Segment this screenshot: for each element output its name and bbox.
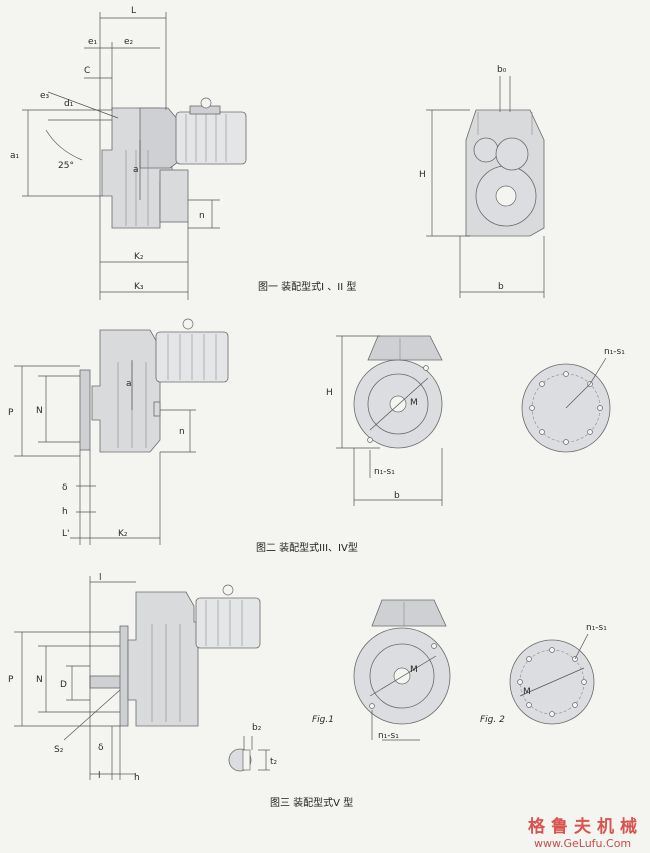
dim-h: h	[134, 773, 140, 783]
dim-K3: K₃	[134, 282, 144, 292]
dim-delta: δ	[98, 743, 104, 753]
figure3-fig1-view: M n₁-s₁ Fig.1	[312, 599, 451, 741]
dim-l-bottom: l	[98, 771, 101, 781]
dim-K2: K₂	[118, 529, 128, 539]
dim-S2: S₂	[54, 745, 64, 755]
dim-b: b	[498, 282, 504, 292]
figure3-key-detail: b₂ t₂	[228, 723, 278, 772]
dim-l-top: l	[99, 573, 102, 583]
dim-N: N	[36, 675, 43, 685]
figure3-side-view: l P N D S₂ δ l h	[8, 573, 261, 783]
figure1-caption: 图一 装配型式I 、II 型	[258, 280, 356, 293]
dim-n1s1-circle: n₁-s₁	[604, 347, 625, 357]
dim-n1s1-circle: n₁-s₁	[586, 623, 607, 633]
figure2-bolt-circle: n₁-s₁	[521, 347, 625, 453]
watermark-url: www.GeLufu.Com	[534, 837, 631, 850]
dim-t2: t₂	[270, 757, 278, 767]
figure3-caption: 图三 装配型式V 型	[270, 796, 353, 809]
dim-K2: K₂	[134, 252, 144, 262]
watermark-cn: 格鲁夫机械	[528, 816, 643, 837]
dim-n: n	[179, 427, 185, 437]
dim-a: a	[133, 165, 139, 175]
dim-P: P	[8, 408, 14, 418]
dim-b2: b₂	[252, 723, 262, 733]
fig1-label: Fig.1	[312, 715, 334, 725]
figure2-flange-view: H M n₁-s₁ b	[326, 335, 443, 506]
figure3-fig2-view: M n₁-s₁ Fig. 2	[480, 623, 607, 725]
figure1-side-view: L e₁ e₂ C e₃ d₁ a₁ 25° a n K₂ K₃	[10, 6, 247, 300]
dim-angle: 25°	[58, 161, 74, 171]
dim-n1s1: n₁-s₁	[374, 467, 395, 477]
dim-H: H	[326, 388, 333, 398]
dim-M: M	[410, 665, 418, 675]
dim-e2: e₂	[124, 37, 134, 47]
dim-Lp: L'	[62, 529, 70, 539]
dim-d1: d₁	[64, 99, 74, 109]
figure2-side-view: P N a n δ h L' K₂	[8, 318, 229, 545]
dim-e1: e₁	[88, 37, 98, 47]
dim-n1s1: n₁-s₁	[378, 731, 399, 741]
dim-e3: e₃	[40, 91, 50, 101]
dim-M-circle: M	[523, 687, 531, 697]
dim-M: M	[410, 398, 418, 408]
dim-b: b	[394, 491, 400, 501]
dim-L: L	[131, 6, 136, 16]
dim-D: D	[60, 680, 67, 690]
figure1-end-view: b₀ H b	[419, 65, 545, 298]
watermark: 格鲁夫机械 www.GeLufu.Com	[528, 816, 643, 850]
dim-delta: δ	[62, 483, 68, 493]
dim-a1: a₁	[10, 151, 20, 161]
fig2-label: Fig. 2	[480, 715, 505, 725]
dim-P: P	[8, 675, 14, 685]
dim-C: C	[84, 66, 90, 76]
dim-n: n	[199, 211, 205, 221]
dim-H: H	[419, 170, 426, 180]
dim-b0: b₀	[497, 65, 507, 75]
dim-h: h	[62, 507, 68, 517]
dim-a: a	[126, 379, 132, 389]
dim-N: N	[36, 406, 43, 416]
figure2-caption: 图二 装配型式III、IV型	[256, 541, 358, 554]
